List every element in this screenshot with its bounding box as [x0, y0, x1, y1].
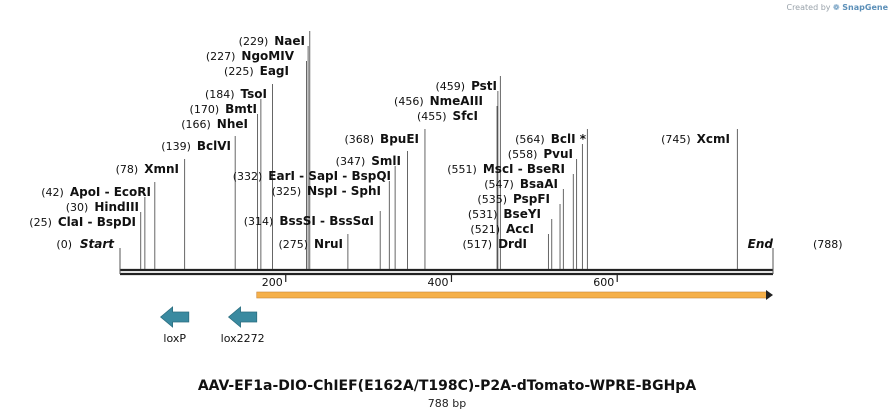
enzyme-position: (332) — [233, 170, 263, 183]
enzyme-name: ApoI - EcoRI — [70, 185, 151, 199]
enzyme-name: BsaAI — [520, 177, 558, 191]
start-label: Start — [80, 237, 115, 251]
enzyme-position: (459) — [435, 80, 465, 93]
ruler-tick-label: 400 — [427, 276, 448, 289]
enzyme-name: NruI — [314, 237, 343, 251]
enzyme-position: (184) — [205, 88, 235, 101]
reverse-feature-arrow — [159, 306, 190, 328]
enzyme-position: (42) — [41, 186, 64, 199]
reverse-feature-arrow — [227, 306, 258, 328]
enzyme-name: DrdI — [498, 237, 527, 251]
enzyme-name: NmeAIII — [430, 94, 483, 108]
feature-label: loxP — [163, 332, 186, 345]
enzyme-position: (547) — [484, 178, 514, 191]
enzyme-name: NspI - SphI — [307, 184, 381, 198]
map-length: 788 bp — [427, 397, 467, 410]
enzyme-name: NaeI — [274, 34, 305, 48]
ruler-tick-label: 200 — [262, 276, 283, 289]
enzyme-position: (521) — [470, 223, 500, 236]
enzyme-name: BmtI — [225, 102, 257, 116]
enzyme-name: NheI — [217, 117, 248, 131]
enzyme-name: TsoI — [241, 87, 267, 101]
enzyme-name: BssSI - BssSαI — [279, 214, 374, 228]
enzyme-name: NgoMIV — [241, 49, 294, 63]
enzyme-name: EarI - SapI - BspQI — [268, 169, 391, 183]
enzyme-position: (456) — [394, 95, 424, 108]
enzyme-position: (558) — [508, 148, 538, 161]
end-label: End — [748, 237, 774, 251]
enzyme-name: ClaI - BspDI — [58, 215, 136, 229]
enzyme-position: (517) — [462, 238, 492, 251]
enzyme-name: SmlI — [371, 154, 401, 168]
enzyme-name: XcmI — [697, 132, 730, 146]
credit-brand: SnapGene — [842, 3, 888, 12]
enzyme-position: (347) — [336, 155, 366, 168]
enzyme-position: (564) — [515, 133, 545, 146]
enzyme-position: (745) — [661, 133, 691, 146]
enzyme-position: (551) — [447, 163, 477, 176]
enzyme-position: (25) — [29, 216, 52, 229]
enzyme-position: (166) — [181, 118, 211, 131]
enzyme-position: (314) — [244, 215, 274, 228]
forward-feature-bar — [256, 291, 768, 299]
enzyme-name: PvuI — [543, 147, 573, 161]
enzyme-name: BseYI — [503, 207, 541, 221]
enzyme-position: (275) — [278, 238, 308, 251]
snapgene-credit: Created by ❁ SnapGene — [786, 3, 888, 12]
enzyme-name: BclI * — [551, 132, 587, 146]
enzyme-name: SfcI — [453, 109, 478, 123]
credit-prefix: Created by — [786, 3, 831, 12]
enzyme-position: (30) — [66, 201, 89, 214]
enzyme-position: (78) — [116, 163, 139, 176]
enzyme-name: BclVI — [197, 139, 231, 153]
enzyme-position: (225) — [224, 65, 254, 78]
enzyme-name: EagI — [260, 64, 289, 78]
forward-feature-arrowhead — [766, 290, 773, 300]
map-title: AAV-EF1a-DIO-ChIEF(E162A/T198C)-P2A-dTom… — [197, 378, 697, 394]
enzyme-position: (170) — [190, 103, 220, 116]
enzyme-position: (535) — [477, 193, 507, 206]
end-position-label: (788) — [813, 238, 843, 251]
enzyme-name: HindIII — [94, 200, 139, 214]
enzyme-name: BpuEI — [380, 132, 419, 146]
enzyme-position: (455) — [417, 110, 447, 123]
enzyme-name: AccI — [506, 222, 534, 236]
enzyme-position: (531) — [468, 208, 498, 221]
ruler-tick-label: 600 — [593, 276, 614, 289]
feature-label: lox2272 — [221, 332, 265, 345]
enzyme-position: (227) — [206, 50, 236, 63]
enzyme-position: (139) — [161, 140, 191, 153]
enzyme-name: PspFI — [513, 192, 550, 206]
enzyme-name: MscI - BseRI — [483, 162, 565, 176]
enzyme-name: XmnI — [144, 162, 179, 176]
enzyme-position: (368) — [344, 133, 374, 146]
snapgene-leaf-icon: ❁ — [833, 3, 840, 12]
enzyme-name: PstI — [471, 79, 497, 93]
start-position-label: (0) — [56, 238, 72, 251]
sequence-map: 200 400 600 Start (0) End (788) ClaI - BspDI (25… — [29, 31, 843, 345]
enzyme-position: (229) — [239, 35, 269, 48]
enzyme-position: (325) — [272, 185, 302, 198]
